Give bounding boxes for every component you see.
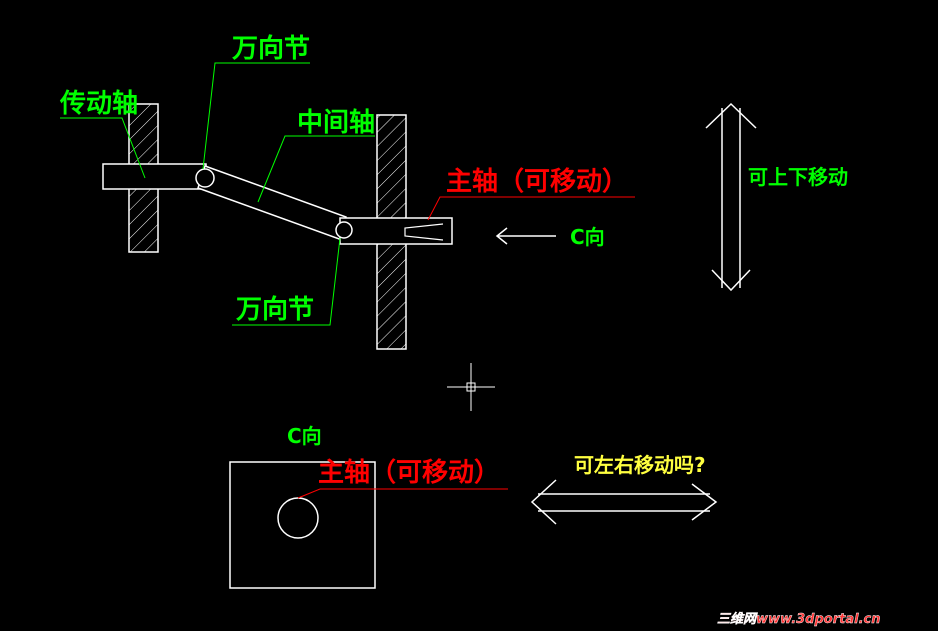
label-main-spindle-top: 主轴（可移动） <box>446 167 628 197</box>
drive-shaft <box>102 163 207 190</box>
label-universal-joint-bottom: 万向节 <box>236 294 314 325</box>
label-c-direction-bottom: C向 <box>287 424 322 448</box>
universal-joint-bottom <box>335 221 353 239</box>
intermediate-shaft <box>197 165 347 242</box>
label-left-right-question: 可左右移动吗? <box>574 453 706 477</box>
label-drive-shaft: 传动轴 <box>59 89 138 119</box>
bottom-view-spindle-circle <box>277 497 319 539</box>
spindle-tip <box>404 223 444 241</box>
up-down-arrow <box>705 102 757 292</box>
label-universal-joint-top: 万向节 <box>232 33 310 64</box>
green-leaders <box>60 62 375 326</box>
watermark-text: 三维网www.3dportal.cn <box>717 611 880 627</box>
cad-crosshair-cursor <box>447 363 495 411</box>
left-right-arrow <box>530 479 718 525</box>
main-spindle <box>339 217 453 245</box>
c-direction-arrow <box>495 227 556 245</box>
red-leader-top <box>427 196 635 221</box>
label-intermediate-shaft: 中间轴 <box>297 108 375 138</box>
universal-joint-top <box>195 168 215 188</box>
red-leader-bottom <box>297 488 508 499</box>
label-c-direction-top: C向 <box>570 225 605 249</box>
label-main-spindle-bottom: 主轴（可移动） <box>318 458 500 488</box>
label-up-down: 可上下移动 <box>748 165 848 189</box>
